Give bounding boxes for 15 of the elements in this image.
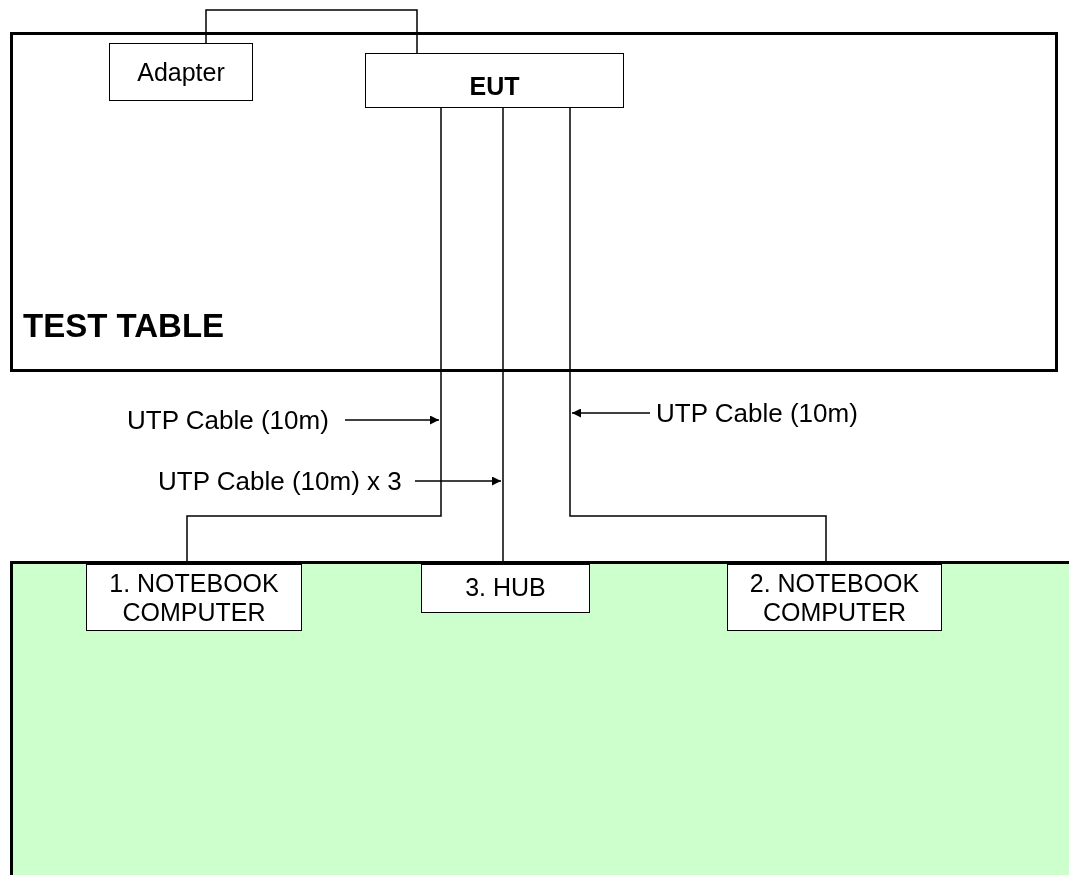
cable-label: UTP Cable (10m) [650,398,900,428]
device-box: 3. HUB [421,564,590,613]
cable-label: UTP Cable (10m) [127,405,345,435]
leader-arrow [571,408,651,418]
table-title: TEST TABLE [23,307,225,345]
leader-arrow [414,476,502,486]
leader-arrow [344,415,440,425]
adapter-box: Adapter [109,43,253,101]
cable-line [205,9,418,54]
device-box: 2. NOTEBOOK COMPUTER [727,564,942,631]
eut-box: EUT [365,53,624,108]
cable-label: UTP Cable (10m) x 3 [158,466,415,496]
test-table [10,32,1058,372]
ground-area [10,561,1069,875]
device-box: 1. NOTEBOOK COMPUTER [86,564,302,631]
